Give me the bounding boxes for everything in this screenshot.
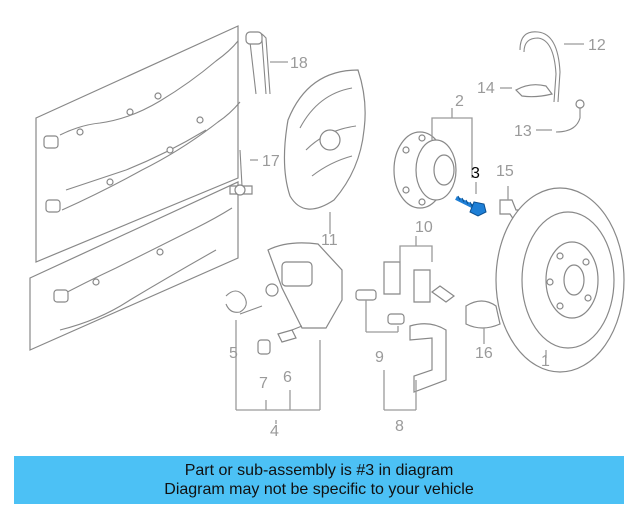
brake-hose-12 [519, 31, 561, 103]
callout-11[interactable]: 11 [321, 232, 338, 249]
callout-18[interactable]: 18 [290, 55, 308, 72]
callout-numbers: 1 2 3 4 5 6 7 8 9 10 11 12 13 14 15 16 1… [229, 37, 606, 440]
callout-4[interactable]: 4 [270, 423, 279, 440]
callout-15[interactable]: 15 [496, 163, 514, 180]
callout-12[interactable]: 12 [588, 37, 606, 54]
sensor-harness-panel-lower [29, 181, 239, 351]
hose-clip-14 [515, 84, 554, 98]
brake-rotor-1 [495, 187, 625, 373]
parts-diagram: 1 2 3 4 5 6 7 8 9 10 11 12 13 14 15 16 1… [29, 25, 625, 440]
brake-line-13 [555, 99, 585, 133]
wheel-speed-sensor-18 [245, 31, 271, 95]
info-banner: Part or sub-assembly is #3 in diagram Di… [14, 456, 624, 504]
brake-caliper [265, 242, 343, 329]
callout-8[interactable]: 8 [395, 418, 404, 435]
callout-16[interactable]: 16 [475, 345, 493, 362]
guide-bolt-6 [277, 325, 303, 343]
wheel-hub-2 [393, 131, 457, 209]
callout-5[interactable]: 5 [229, 345, 238, 362]
callout-14[interactable]: 14 [477, 80, 495, 97]
guide-pins-9 [355, 289, 405, 325]
callout-10[interactable]: 10 [415, 219, 433, 236]
bleeder-cap-7 [257, 339, 271, 355]
callout-9[interactable]: 9 [375, 349, 384, 366]
caliper-spring-5 [225, 290, 263, 315]
carrier-bracket-8 [409, 323, 447, 393]
banner-line-2: Diagram may not be specific to your vehi… [164, 481, 474, 498]
callout-3[interactable]: 3 [471, 165, 480, 182]
callout-1[interactable]: 1 [541, 353, 550, 370]
dust-boot-16 [465, 300, 501, 329]
callout-17[interactable]: 17 [262, 153, 280, 170]
sensor-harness-panel-upper [35, 25, 241, 263]
callout-13[interactable]: 13 [514, 123, 532, 140]
sensor-bracket-17 [229, 149, 253, 196]
backing-plate-11 [283, 69, 366, 210]
leader-lines [235, 43, 584, 424]
brake-pads-10 [383, 261, 456, 303]
banner-line-1: Part or sub-assembly is #3 in diagram [184, 462, 454, 479]
callout-2[interactable]: 2 [455, 93, 464, 110]
callout-6[interactable]: 6 [283, 369, 292, 386]
callout-7[interactable]: 7 [259, 375, 268, 392]
hub-bolt-3 [455, 195, 487, 217]
